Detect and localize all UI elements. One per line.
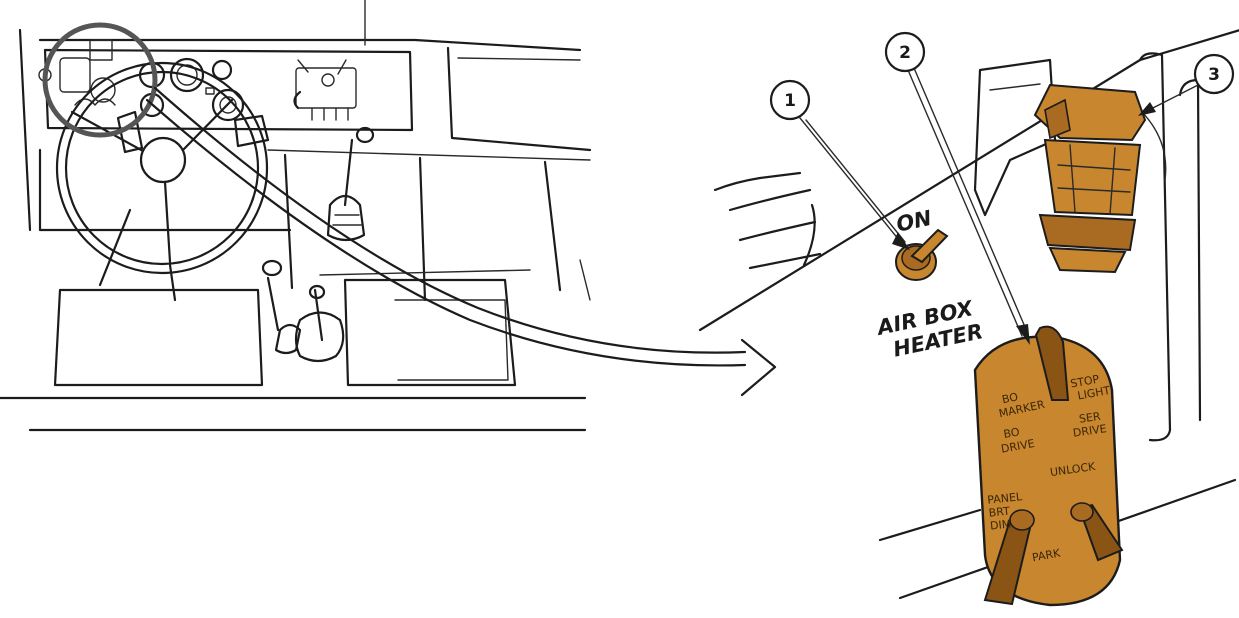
plate-label-unlock: UNLOCK — [1049, 460, 1097, 479]
callout-2: 2 — [884, 31, 926, 73]
svg-text:2: 2 — [899, 43, 911, 63]
driver-compartment-sketch — [0, 0, 592, 432]
zoom-circle — [42, 22, 158, 138]
svg-text:3: 3 — [1208, 65, 1220, 85]
callout-1: 1 — [769, 79, 811, 121]
electrical-connector — [1033, 83, 1147, 274]
svg-text:1: 1 — [784, 91, 796, 111]
plate-label-park: PARK — [1031, 546, 1062, 564]
light-switch-selector — [973, 325, 1124, 607]
air-box-heater-switch — [895, 228, 949, 281]
callout-3: 3 — [1193, 53, 1235, 95]
pointer-arrow — [145, 86, 777, 397]
plate-label-ser-drive: SER DRIVE — [1070, 409, 1107, 439]
plate-label-panel: PANEL BRT DIM — [987, 490, 1029, 533]
plate-label-stop-light: STOP LIGHT — [1069, 371, 1111, 403]
plate-label-bo-drive: BO DRIVE — [998, 423, 1036, 455]
switch-on-label: ON — [894, 206, 934, 237]
callout-leaders — [799, 67, 1201, 345]
